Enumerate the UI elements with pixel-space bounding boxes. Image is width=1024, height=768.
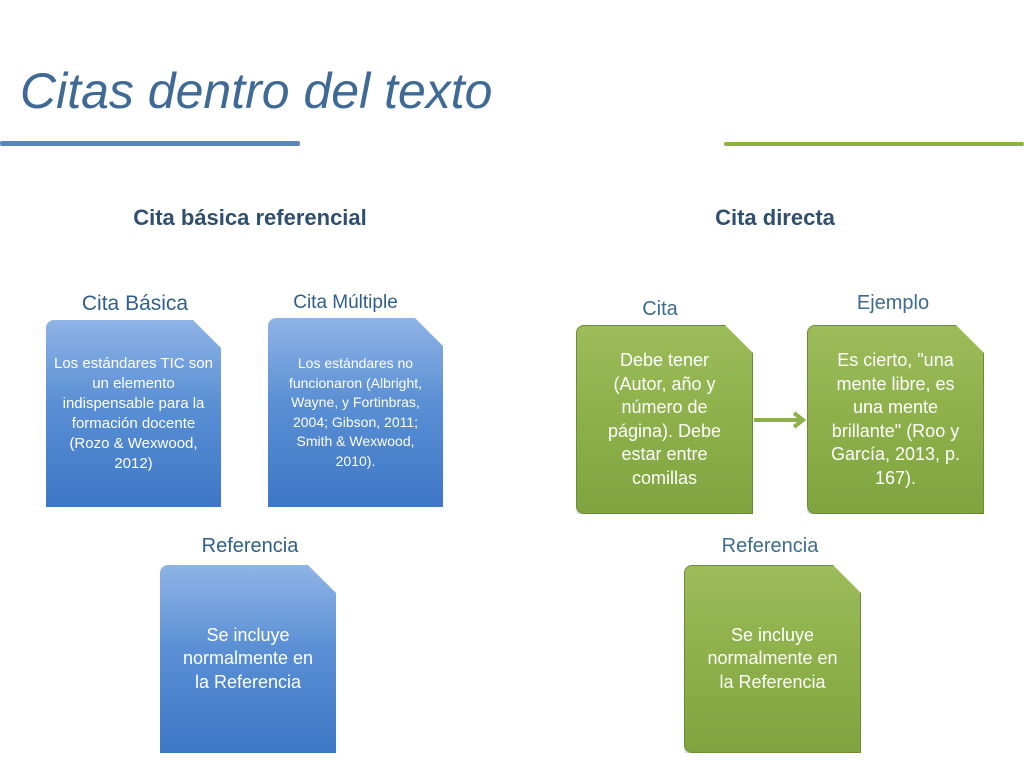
label-cita-basica: Cita Básica xyxy=(81,292,189,315)
card-cita: Debe tener (Autor, año y número de págin… xyxy=(576,325,753,514)
card-ejemplo: Es cierto, "una mente libre, es una ment… xyxy=(807,325,984,514)
card-referencia-left-text: Se incluye normalmente en la Referencia xyxy=(182,624,314,692)
label-cita: Cita xyxy=(642,298,678,320)
card-referencia-right-text: Se incluye normalmente en la Referencia xyxy=(707,624,838,692)
card-referencia-right: Se incluye normalmente en la Referencia xyxy=(684,565,861,753)
card-ejemplo-text: Es cierto, "una mente libre, es una ment… xyxy=(830,350,961,488)
label-referencia-left: Referencia xyxy=(201,535,299,557)
label-cita-multiple: Cita Múltiple xyxy=(293,292,398,313)
title-underline-blue xyxy=(0,141,300,146)
card-referencia-left: Se incluye normalmente en la Referencia xyxy=(160,565,336,753)
section-heading-basic: Cita básica referencial xyxy=(133,205,367,230)
arrow-right-icon xyxy=(754,411,807,429)
card-cita-text: Debe tener (Autor, año y número de págin… xyxy=(607,350,722,488)
card-cita-multiple: Los estándares no funcionaron (Albright,… xyxy=(268,318,443,507)
section-heading-direct: Cita directa xyxy=(715,205,835,230)
label-ejemplo: Ejemplo xyxy=(856,292,930,314)
card-cita-multiple-text: Los estándares no funcionaron (Albright,… xyxy=(288,355,423,469)
card-cita-basica: Los estándares TIC son un elemento indis… xyxy=(46,320,221,507)
card-cita-basica-text: Los estándares TIC son un elemento indis… xyxy=(54,354,213,472)
slide-title: Citas dentro del texto xyxy=(20,63,493,119)
label-referencia-right: Referencia xyxy=(721,535,819,557)
title-underline-green xyxy=(724,142,1024,146)
